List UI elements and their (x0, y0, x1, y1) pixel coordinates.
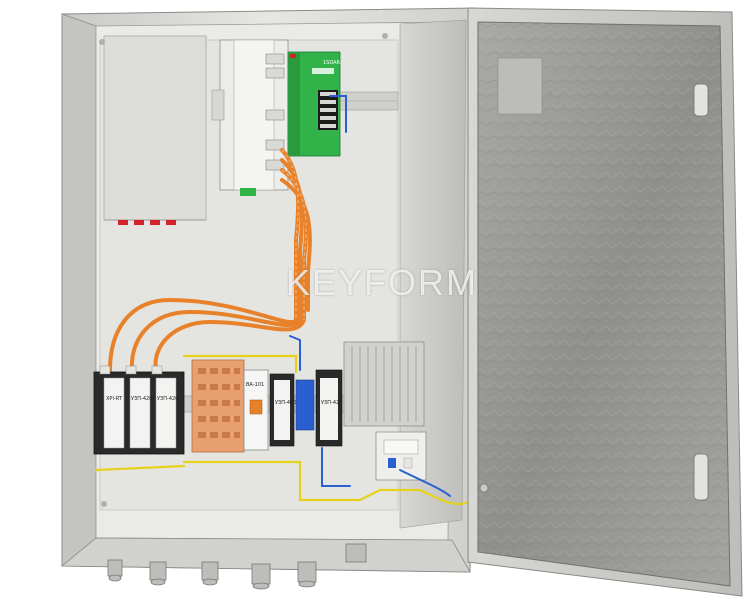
relay-4-label: УЗП-420 (275, 400, 296, 406)
orange-cables (108, 148, 312, 372)
heater-unit (343, 341, 425, 427)
thermostat (375, 431, 427, 481)
psu-top-label: 1SDAR (323, 60, 341, 66)
breaker-label: ВА-101 (246, 382, 264, 388)
cable-glands (107, 543, 367, 590)
door-hinge-top (693, 83, 709, 117)
fuse-indicators (118, 220, 176, 225)
controller-label: УЗП-420 (321, 400, 342, 406)
circuit-breaker: ВА-101 (243, 369, 269, 451)
surge-protectors: XPI-RT УЗП-420 УЗП-420 (93, 365, 185, 455)
controller-modules: УЗП-420 УЗП-420 (269, 369, 342, 447)
terminal-block (191, 359, 245, 453)
relay-1-label: XPI-RT (106, 396, 123, 402)
power-supply-module (211, 39, 289, 196)
door-hinge-bottom (693, 453, 709, 501)
enclosure-door (467, 7, 743, 597)
wiring (94, 95, 472, 506)
relay-3-label: УЗП-420 (157, 396, 178, 402)
relay-2-label: УЗП-420 (131, 396, 152, 402)
psu-terminals (265, 53, 285, 171)
green-module: 1SDAR (287, 51, 341, 157)
